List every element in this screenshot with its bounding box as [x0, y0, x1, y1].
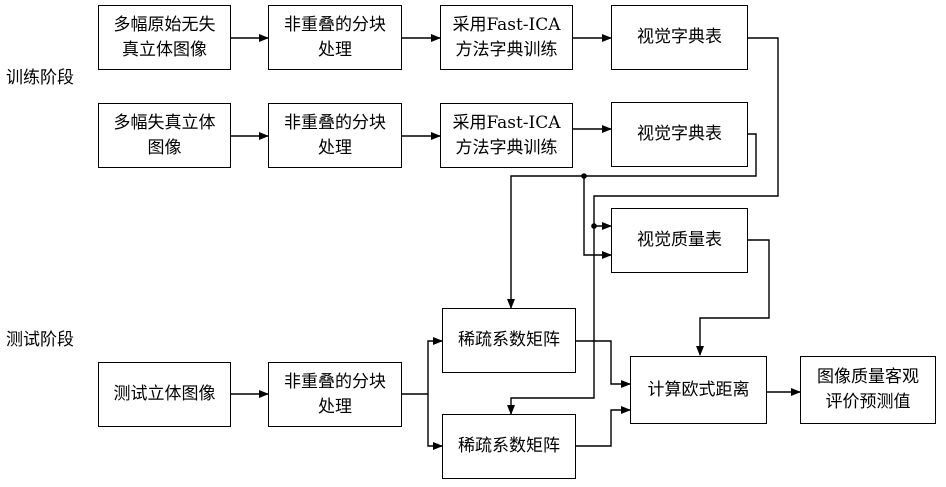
node-original-images: 多幅原始无失 真立体图像: [98, 5, 231, 70]
node-test-image: 测试立体图像: [98, 362, 231, 427]
node-distorted-images: 多幅失真立体 图像: [98, 103, 231, 168]
node-quality-prediction: 图像质量客观 评价预测值: [800, 356, 936, 424]
junction-dot: [591, 223, 597, 229]
arrow-block3-to-sparse2: [428, 394, 442, 446]
line-dict2-to-quality: [584, 176, 611, 255]
node-fastica-training-2: 采用Fast-ICA 方法字典训练: [440, 103, 573, 168]
node-block-processing-1: 非重叠的分块 处理: [268, 5, 402, 70]
node-euclidean-distance: 计算欧式距离: [630, 356, 767, 424]
node-visual-quality-table: 视觉质量表: [611, 208, 748, 273]
arrow-sparse2-to-euclid: [576, 410, 630, 446]
arrow-block3-to-sparse1: [428, 341, 442, 394]
node-visual-dictionary-2: 视觉字典表: [611, 102, 748, 167]
arrow-sparse1-to-euclid: [576, 341, 630, 384]
junction-dot: [581, 173, 587, 179]
node-sparse-matrix-1: 稀疏系数矩阵: [442, 308, 576, 373]
stage-label-training: 训练阶段: [6, 63, 74, 88]
stage-label-testing: 测试阶段: [6, 325, 74, 350]
node-visual-dictionary-1: 视觉字典表: [611, 5, 748, 70]
node-fastica-training-1: 采用Fast-ICA 方法字典训练: [440, 5, 573, 70]
node-block-processing-3: 非重叠的分块 处理: [268, 362, 402, 427]
node-block-processing-2: 非重叠的分块 处理: [268, 103, 402, 168]
node-sparse-matrix-2: 稀疏系数矩阵: [442, 414, 576, 479]
